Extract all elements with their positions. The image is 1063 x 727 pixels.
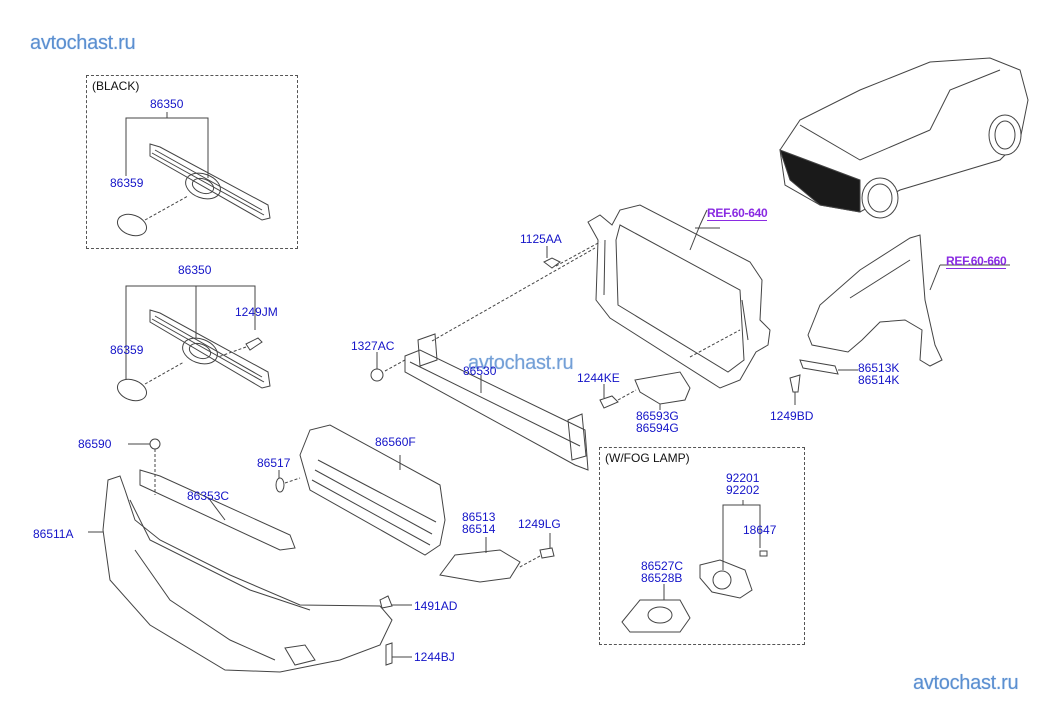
bulb-drawing [759,550,768,557]
fender-bracket-drawing [799,359,839,375]
part-label-86528b[interactable]: 86528B [641,571,683,585]
part-label-1244ke[interactable]: 1244KE [577,371,620,385]
part-label-86513k[interactable]: 86513K [858,361,900,375]
part-label-86353c[interactable]: 86353C [187,489,230,503]
part-label-86513[interactable]: 86513 [462,510,496,524]
fog-lamp-variant-box [599,447,805,645]
watermark-bottom-right: avtochast.ru [913,672,1019,694]
fog-lamp-drawing [699,559,753,599]
part-label-86514k[interactable]: 86514K [858,373,900,387]
part-label-86530[interactable]: 86530 [463,364,497,378]
grille-molding-drawing [139,469,296,551]
part-label-86594g[interactable]: 86594G [636,421,679,435]
part-label-86590[interactable]: 86590 [78,437,112,451]
part-label-1249jm[interactable]: 1249JM [235,305,278,319]
black-variant-box [86,75,298,249]
part-label-86527c[interactable]: 86527C [641,559,684,573]
part-label-86517[interactable]: 86517 [257,456,291,470]
part-label-1491ad[interactable]: 1491AD [414,599,458,613]
vehicle-drawing [779,57,1029,219]
grille-drawing [116,285,271,402]
fog-lamp-variant-title: (W/FOG LAMP) [605,451,690,465]
ref-radiator-support[interactable]: REF.60-640 [707,206,768,221]
part-label-86593g[interactable]: 86593G [636,409,679,423]
ref-fender[interactable]: REF.60-660 [946,254,1007,269]
part-label-86359[interactable]: 86359 [110,343,144,357]
front-bumper-drawing [88,475,393,673]
beam-drawing [404,333,589,471]
part-label-86514[interactable]: 86514 [462,522,496,536]
part-label-1244bj[interactable]: 1244BJ [414,650,455,664]
part-label-92201[interactable]: 92201 [726,471,760,485]
watermark-top-left: avtochast.ru [30,32,136,54]
bolt-1125aa-drawing [543,257,561,269]
part-label-1249bd[interactable]: 1249BD [770,409,814,423]
black-variant-title: (BLACK) [92,79,140,93]
part-label-86350-black[interactable]: 86350 [150,97,184,111]
part-label-92202[interactable]: 92202 [726,483,760,497]
part-label-86350[interactable]: 86350 [178,263,212,277]
part-label-86359-black[interactable]: 86359 [110,176,144,190]
part-label-18647[interactable]: 18647 [743,523,777,537]
fog-bezel-drawing [621,599,691,633]
part-label-86560f[interactable]: 86560F [375,435,416,449]
lower-grille-drawing [299,424,446,556]
radiator-support-drawing [587,204,771,389]
fender-drawing [807,234,1010,367]
fog-cover-drawing [439,549,521,583]
nut-1327ac-drawing [370,368,384,382]
part-label-1327ac[interactable]: 1327AC [351,339,395,353]
part-label-1249lg[interactable]: 1249LG [518,517,561,531]
bracket-drawing [634,371,691,405]
part-label-1125aa[interactable]: 1125AA [520,232,562,246]
watermark-center: avtochast.ru [468,352,574,374]
part-label-86511a[interactable]: 86511A [33,527,74,541]
black-grille-drawing [116,112,271,237]
